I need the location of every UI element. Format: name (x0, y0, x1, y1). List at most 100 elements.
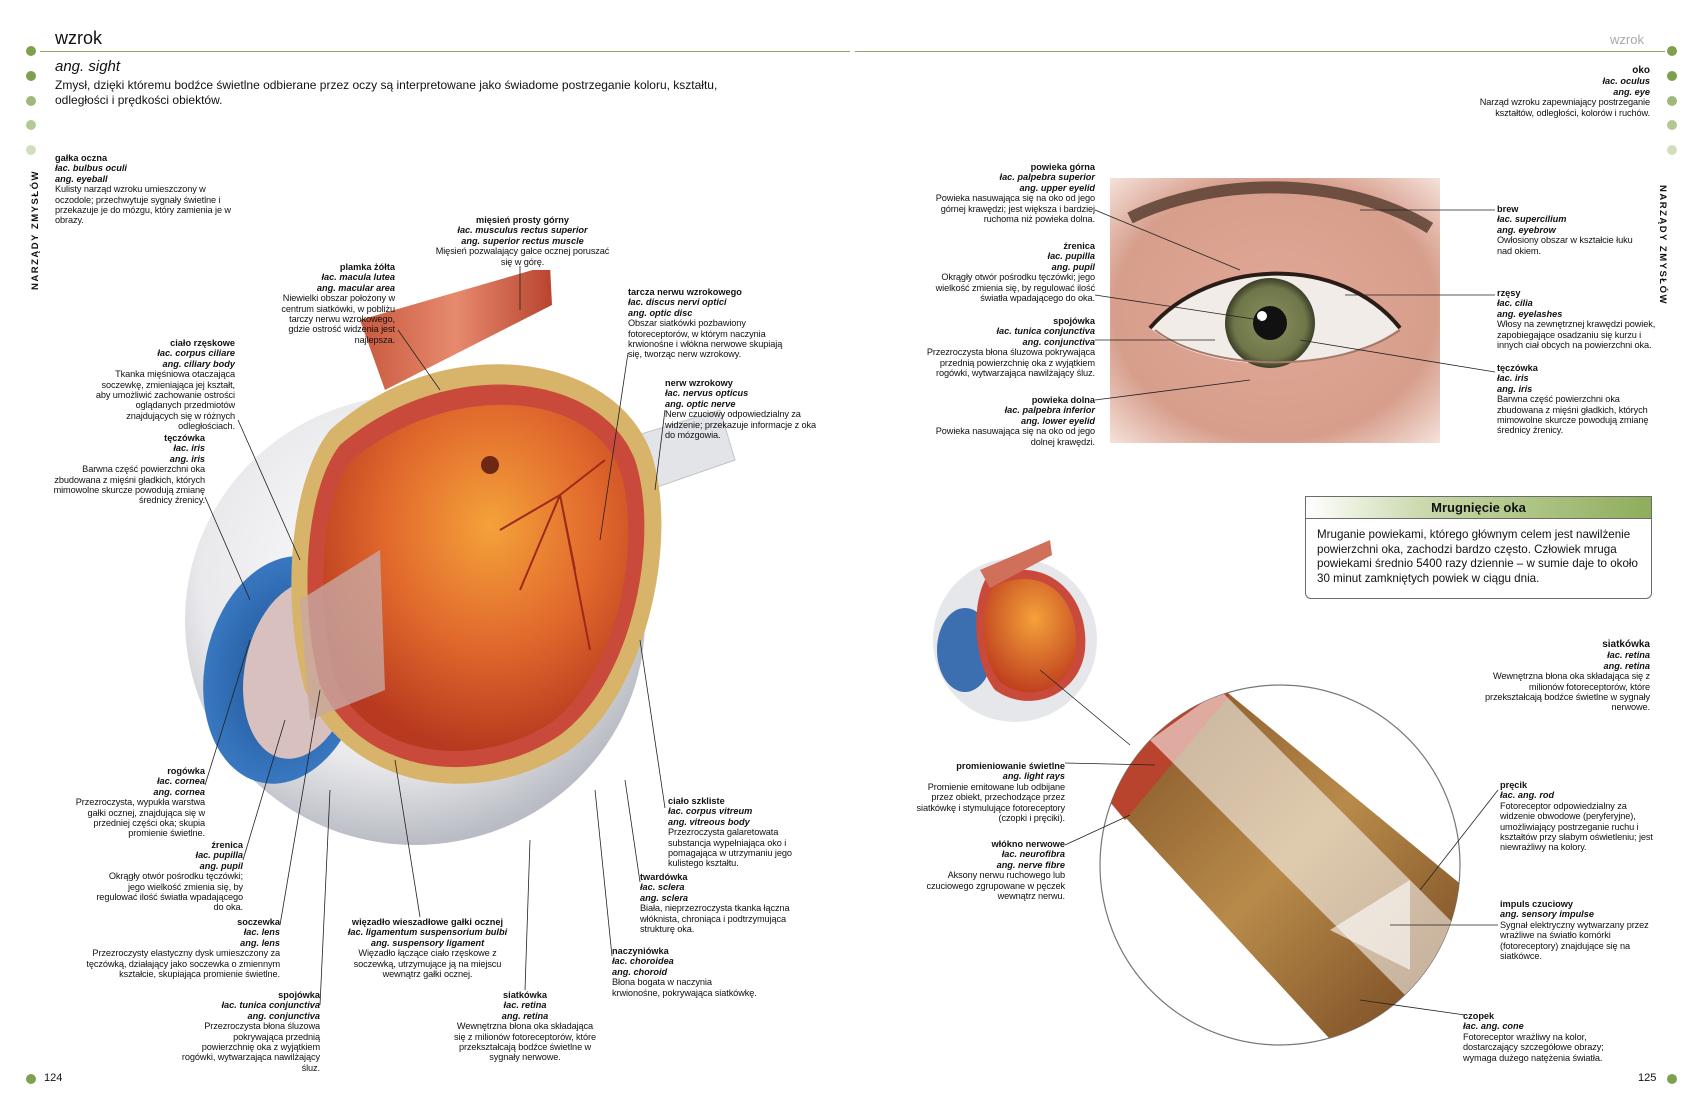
label-sensory-impulse: impuls czuciowy ang. sensory impulse Syg… (1500, 899, 1655, 961)
label-english: ang. pupil (1051, 261, 1095, 272)
page-dot (1667, 46, 1677, 56)
label-term: gałka oczna (55, 153, 108, 163)
label-latin: łac. musculus rectus superior (457, 225, 588, 236)
label-term: powieka górna (1030, 162, 1095, 172)
label-latin: łac. bulbus oculi (55, 163, 127, 174)
label-term: powieka dolna (1031, 395, 1095, 405)
header-rule-right (855, 51, 1665, 52)
label-english: ang. choroid (612, 966, 668, 977)
label-latin: łac. iris (173, 443, 205, 454)
label-term: czopek (1463, 1011, 1495, 1021)
label-latin: łac. lens (243, 927, 280, 938)
label-english: ang. macular area (316, 282, 395, 293)
label-latin: łac. ang. cone (1463, 1021, 1524, 1032)
label-optic-nerve: nerw wzrokowy łac. nervus opticus ang. o… (665, 378, 825, 440)
page-number-right: 125 (1638, 1072, 1657, 1084)
page-dot (1667, 145, 1677, 155)
label-term: rzęsy (1497, 288, 1521, 298)
label-description: Barwna część powierzchni oka zbudowana z… (1497, 394, 1649, 436)
label-english: ang. lens (240, 937, 280, 948)
label-latin: łac. retina (503, 1000, 547, 1011)
info-box-text: Mruganie powiekami, którego głównym cele… (1317, 528, 1638, 585)
label-term: włókno nerwowe (991, 839, 1065, 849)
label-english: ang. lower eyelid (1020, 415, 1095, 426)
running-title: wzrok (55, 28, 103, 48)
label-description: Wewnętrzna błona oka składająca się z mi… (1484, 671, 1650, 713)
label-latin: łac. sclera (640, 882, 685, 893)
label-latin: łac. tunica conjunctiva (996, 326, 1095, 337)
label-pupil: źrenica łac. pupilla ang. pupil Okrągły … (95, 840, 243, 913)
label-term: źrenica (1063, 241, 1095, 251)
label-description: Włosy na zewnętrznej krawędzi powiek, za… (1497, 319, 1656, 351)
label-description: Owłosiony obszar w kształcie łuku nad ok… (1497, 235, 1633, 256)
label-english: ang. retina (1603, 660, 1650, 671)
label-suspensory-ligament: więzadło wieszadłowe gałki ocznej łac. l… (345, 917, 510, 979)
label-description: Przezroczysta błona śluzowa pokrywająca … (181, 1021, 320, 1073)
label-latin: łac. nervus opticus (665, 388, 749, 399)
eye-cross-section-illustration (185, 270, 736, 845)
label-english: ang. iris (169, 453, 205, 464)
running-title-right: wzrok (1610, 32, 1644, 47)
label-conjunctiva-right: spojówka łac. tunica conjunctiva ang. co… (910, 316, 1095, 378)
label-term: siatkówka (503, 990, 547, 1000)
label-choroid: naczyniówka łac. choroidea ang. choroid … (612, 946, 762, 998)
label-term: ciało szkliste (668, 796, 725, 806)
label-iris-right: tęczówka łac. iris ang. iris Barwna częś… (1497, 363, 1657, 436)
label-term: źrenica (211, 840, 243, 850)
label-english: ang. eye (1613, 86, 1650, 97)
label-description: Tkanka mięśniowa otaczająca soczewkę, zm… (95, 369, 235, 432)
label-term: tęczówka (164, 433, 205, 443)
label-lower-eyelid: powieka dolna łac. palpebra inferior ang… (910, 395, 1095, 447)
label-latin: łac. retina (1607, 650, 1650, 661)
label-english: ang. conjunctiva (247, 1010, 321, 1021)
label-latin: łac. corpus vitreum (668, 806, 753, 817)
label-eyeball: gałka oczna łac. bulbus oculi ang. eyeba… (55, 153, 245, 226)
label-description: Sygnał elektryczny wytwarzany przez wraż… (1500, 919, 1649, 962)
label-latin: łac. iris (1497, 373, 1529, 384)
label-latin: łac. palpebra superior (999, 172, 1095, 183)
label-term: promieniowanie świetlne (956, 761, 1065, 771)
label-description: Powieka nasuwająca się na oko od jego do… (935, 426, 1095, 447)
label-description: Wewnętrzna błona oka składająca się z mi… (454, 1021, 596, 1063)
label-term: brew (1497, 204, 1519, 214)
label-description: Niewielki obszar położony w centrum siat… (281, 293, 395, 345)
label-latin: łac. neurofibra (1001, 849, 1065, 860)
label-english: ang. optic nerve (665, 398, 736, 409)
small-eye-illustration (933, 540, 1097, 722)
label-term: spojówka (1053, 316, 1095, 326)
info-box: Mrugnięcie oka Mruganie powiekami, które… (1305, 496, 1652, 599)
label-latin: łac. tunica conjunctiva (221, 1000, 320, 1011)
label-description: Fotoreceptor odpowiedzialny za widzenie … (1500, 800, 1653, 853)
page-dot (26, 71, 36, 81)
label-term: tarcza nerwu wzrokowego (628, 287, 742, 297)
label-term: nerw wzrokowy (665, 378, 733, 388)
page-dot (26, 120, 36, 130)
label-english: ang. eyelashes (1497, 308, 1563, 319)
label-english: ang. retina (501, 1010, 549, 1021)
label-description: Powieka nasuwająca się na oko od jego gó… (935, 193, 1095, 225)
page-dot (26, 96, 36, 106)
label-rod: pręcik łac. ang. rod Fotoreceptor odpowi… (1500, 780, 1655, 853)
label-description: Mięsień pozwalający gałce ocznej porusza… (435, 246, 610, 267)
label-retina-right: siatkówka łac. retina ang. retina Wewnęt… (1470, 639, 1650, 713)
label-description: Przezroczysta błona śluzowa pokrywająca … (926, 347, 1095, 379)
label-term: oko (1632, 65, 1650, 76)
label-description: Kulisty narząd wzroku umieszczony w oczo… (55, 184, 231, 226)
label-iris: tęczówka łac. iris ang. iris Barwna częś… (45, 433, 206, 506)
page-dot (26, 145, 36, 155)
label-latin: łac. pupilla (195, 850, 243, 861)
label-term: plamka żółta (339, 262, 395, 272)
label-vitreous-body: ciało szkliste łac. corpus vitreum ang. … (668, 796, 818, 869)
intro-text: Zmysł, dzięki któremu bodźce świetlne od… (55, 78, 718, 107)
label-latin: łac. pupilla (1047, 251, 1095, 262)
label-eyelashes: rzęsy łac. cilia ang. eyelashes Włosy na… (1497, 288, 1657, 350)
label-term: rogówka (167, 766, 205, 776)
label-english: ang. nerve fibre (996, 859, 1065, 870)
label-english: ang. suspensory ligament (370, 937, 485, 948)
label-eyebrow: brew łac. supercilium ang. eyebrow Owłos… (1497, 204, 1647, 256)
label-optic-disc: tarcza nerwu wzrokowego łac. discus nerv… (628, 287, 783, 360)
label-term: soczewka (237, 917, 280, 927)
info-box-title: Mrugnięcie oka (1306, 497, 1651, 519)
label-term: impuls czuciowy (1500, 899, 1574, 909)
